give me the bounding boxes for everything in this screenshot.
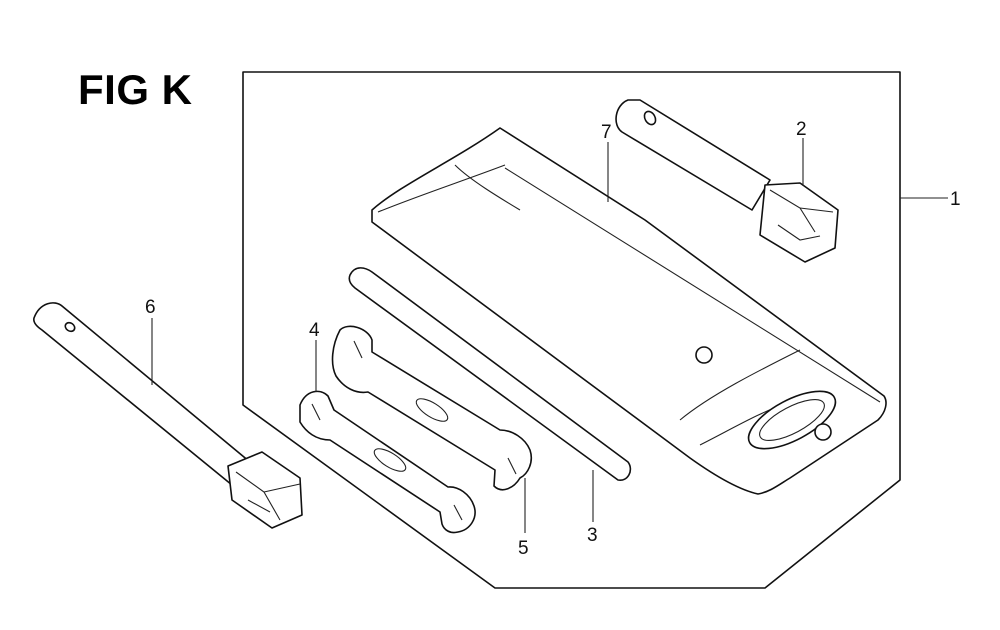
callout-6: 6 bbox=[145, 297, 156, 318]
handle-bar bbox=[348, 267, 632, 481]
tool-bag bbox=[371, 127, 887, 495]
callout-7: 7 bbox=[601, 122, 612, 143]
callout-3: 3 bbox=[587, 525, 598, 546]
callout-5: 5 bbox=[518, 538, 529, 559]
callout-1: 1 bbox=[950, 189, 961, 210]
spark-plug-wrench bbox=[33, 302, 303, 529]
figure-title: FIG K bbox=[78, 66, 193, 113]
box-wrench bbox=[615, 99, 839, 263]
open-end-wrench-upper bbox=[331, 325, 533, 491]
open-end-wrench-lower bbox=[299, 390, 476, 534]
callout-4: 4 bbox=[309, 320, 320, 341]
callout-2: 2 bbox=[796, 119, 807, 140]
assembly-boundary bbox=[242, 71, 901, 589]
